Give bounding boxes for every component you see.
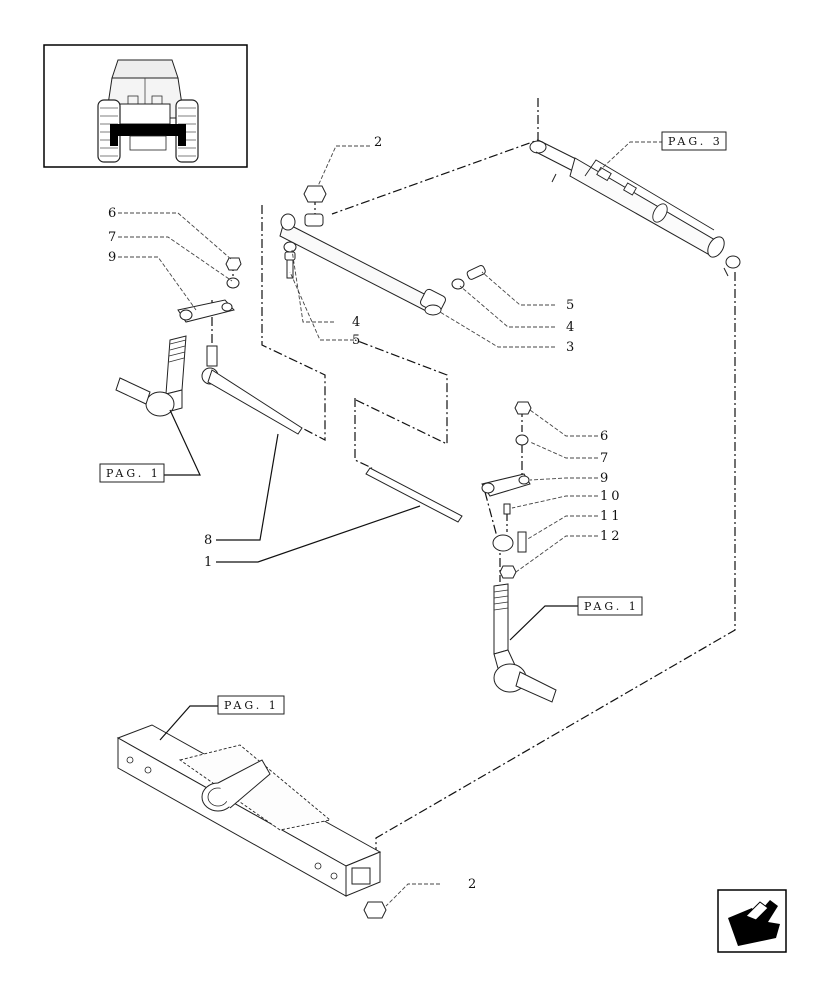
steering-arm-9-left — [177, 299, 235, 323]
callout-7-left: 7 — [108, 230, 119, 245]
leader-lines — [118, 141, 663, 907]
back-arrow-icon[interactable] — [717, 889, 787, 953]
washer-4-right — [451, 278, 465, 290]
callout-10: 10 — [600, 489, 623, 504]
callout-12: 12 — [600, 529, 623, 544]
bolt-5-left — [284, 251, 296, 279]
callout-2-top: 2 — [374, 135, 385, 150]
steering-cylinder — [529, 139, 741, 277]
svg-text:PAG. 1[interactable]: PAG. 1 — [584, 600, 639, 613]
steering-arm-9-right — [481, 473, 531, 497]
nut-2-top — [303, 185, 327, 203]
callout-6-right: 6 — [600, 429, 611, 444]
solid-leaders — [159, 409, 578, 741]
tie-rod-1 — [365, 467, 463, 523]
callout-1: 1 — [204, 555, 215, 570]
nut-6-left — [225, 257, 242, 271]
tie-rod-end-11 — [492, 531, 527, 553]
nut-2-bottom — [363, 901, 387, 919]
washer-4-left — [283, 241, 297, 253]
svg-text:PAG. 1[interactable]: PAG. 1 — [106, 467, 161, 480]
washer-7-left — [226, 277, 240, 289]
callout-7-right: 7 — [600, 451, 611, 466]
page-ref-pag-1-axle[interactable]: PAG. 1 — [217, 695, 285, 715]
callout-numbers: 2 6 7 9 4 5 5 4 3 6 7 9 10 11 12 8 1 2 — [108, 135, 623, 892]
callout-5-left: 5 — [352, 333, 363, 348]
callout-9-right: 9 — [600, 471, 611, 486]
callout-4-right: 4 — [566, 320, 577, 335]
tie-rod-end-8 — [201, 345, 303, 435]
page-ref-pag-3[interactable]: PAG. 3 — [661, 131, 727, 151]
callout-9-left: 9 — [108, 250, 119, 265]
page-ref-pag-1-right[interactable]: PAG. 1 — [577, 596, 643, 616]
tractor-thumbnail-icon — [43, 44, 248, 168]
nut-6-right — [514, 401, 532, 415]
svg-text:PAG. 1[interactable]: PAG. 1 — [224, 699, 279, 712]
callout-4-left: 4 — [352, 315, 363, 330]
callout-11: 11 — [600, 509, 623, 524]
nut-12 — [499, 565, 517, 579]
bolt-5-right — [466, 265, 486, 280]
callout-6-left: 6 — [108, 206, 119, 221]
callout-3: 3 — [566, 340, 577, 355]
callout-2-bottom: 2 — [468, 877, 479, 892]
svg-text:PAG. 3[interactable]: PAG. 3 — [668, 135, 723, 148]
steering-knuckle-right — [493, 583, 557, 703]
callout-8: 8 — [204, 533, 215, 548]
washer-7-right — [515, 434, 529, 446]
tie-rod-tube — [279, 213, 447, 316]
pin-10 — [503, 503, 511, 515]
callout-5-right: 5 — [566, 298, 577, 313]
page-ref-pag-1-left[interactable]: PAG. 1 — [99, 463, 165, 483]
steering-knuckle-left — [115, 335, 187, 417]
front-axle-beam — [116, 724, 382, 897]
